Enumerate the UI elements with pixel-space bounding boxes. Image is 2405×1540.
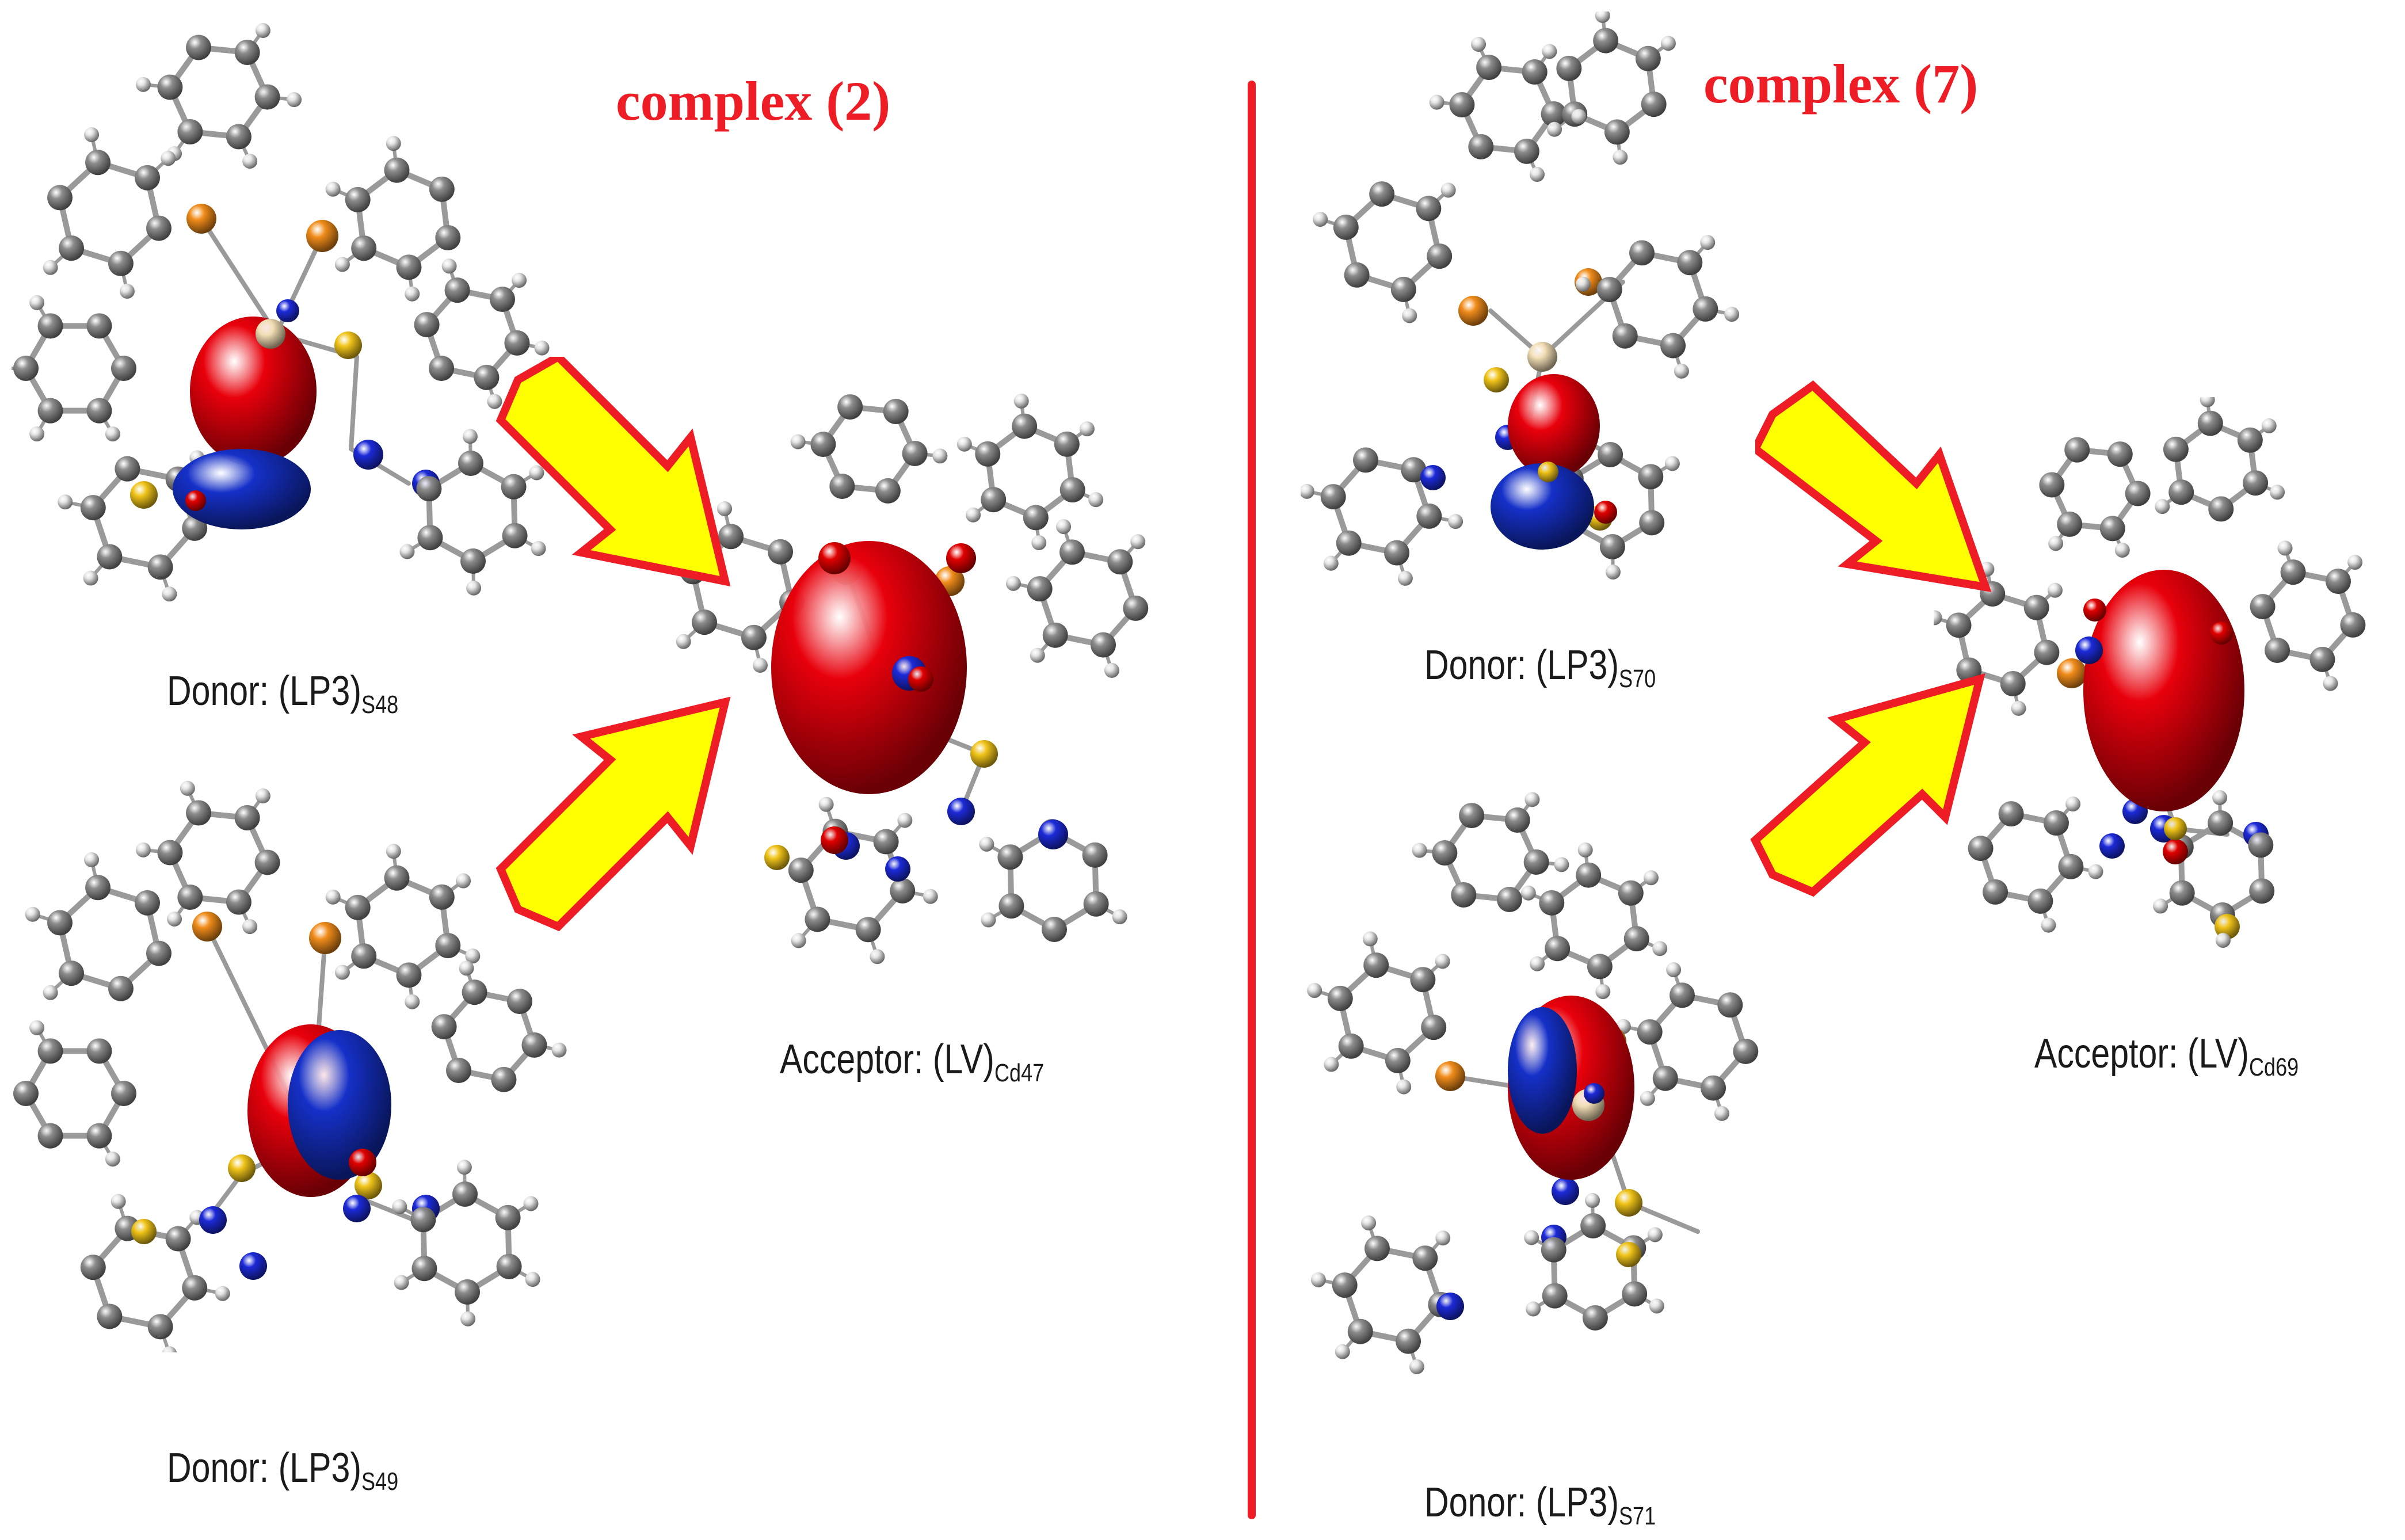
- orbital-lobes: [173, 317, 317, 529]
- atoms: [13, 780, 567, 1352]
- panel-divider: [1248, 81, 1256, 1519]
- atoms-front: [185, 299, 299, 511]
- atoms: [1934, 397, 2366, 948]
- caption-label: Acceptor: (LV): [780, 1036, 994, 1082]
- caption-subscript: Cd69: [2248, 1053, 2299, 1081]
- caption-label: Donor: (LP3): [167, 1445, 361, 1491]
- arrow-s70-to-cd69: [1755, 380, 1992, 592]
- caption-subscript: S71: [1618, 1502, 1656, 1530]
- complex-7-title: complex (7): [1703, 53, 1979, 115]
- arrow-s71-to-cd69: [1750, 673, 1985, 897]
- caption-label: Acceptor: (LV): [2034, 1031, 2249, 1077]
- molecule-acceptor-cd47: [662, 393, 1149, 965]
- caption-label: Donor: (LP3): [167, 668, 361, 714]
- atoms-front: [818, 542, 976, 882]
- orbital-lobes: [1508, 996, 1634, 1180]
- molecule-acceptor-cd69: [1934, 397, 2366, 948]
- atoms-front: [1538, 462, 1617, 524]
- molecule-donor-s49: [13, 780, 567, 1352]
- atoms-front: [349, 1149, 376, 1176]
- atoms: [1307, 792, 1759, 1374]
- caption-acceptor-cd69: Acceptor: (LV)Cd69: [2034, 1030, 2299, 1082]
- molecule-donor-s71: [1307, 792, 1759, 1374]
- molecule-donor-s70: [1301, 12, 1740, 586]
- arrow-s48-to-cd47: [496, 357, 731, 587]
- orbital-lobes: [1491, 374, 1600, 550]
- caption-acceptor-cd47: Acceptor: (LV)Cd47: [780, 1036, 1044, 1088]
- caption-label: Donor: (LP3): [1424, 642, 1619, 688]
- complex-2-title: complex (2): [616, 70, 891, 132]
- arrow-s49-to-cd47: [496, 696, 731, 932]
- atoms: [1301, 12, 1740, 586]
- caption-donor-s70: Donor: (LP3)S70: [1424, 642, 1656, 693]
- caption-label: Donor: (LP3): [1424, 1480, 1619, 1526]
- atoms-front: [1572, 1083, 1604, 1121]
- atoms: [13, 23, 550, 602]
- caption-subscript: S49: [361, 1467, 399, 1496]
- orbital-lobes: [247, 1024, 391, 1197]
- caption-subscript: Cd47: [994, 1059, 1045, 1087]
- molecule-donor-s48: [12, 23, 550, 602]
- caption-subscript: S48: [361, 691, 399, 719]
- atoms: [662, 393, 1149, 965]
- caption-donor-s71: Donor: (LP3)S71: [1424, 1479, 1656, 1531]
- orbital-lobes: [771, 541, 967, 794]
- orbital-lobes: [2083, 570, 2244, 811]
- caption-donor-s49: Donor: (LP3)S49: [167, 1444, 398, 1496]
- atoms-front: [2075, 599, 2233, 864]
- caption-subscript: S70: [1618, 665, 1656, 693]
- caption-donor-s48: Donor: (LP3)S48: [167, 668, 398, 719]
